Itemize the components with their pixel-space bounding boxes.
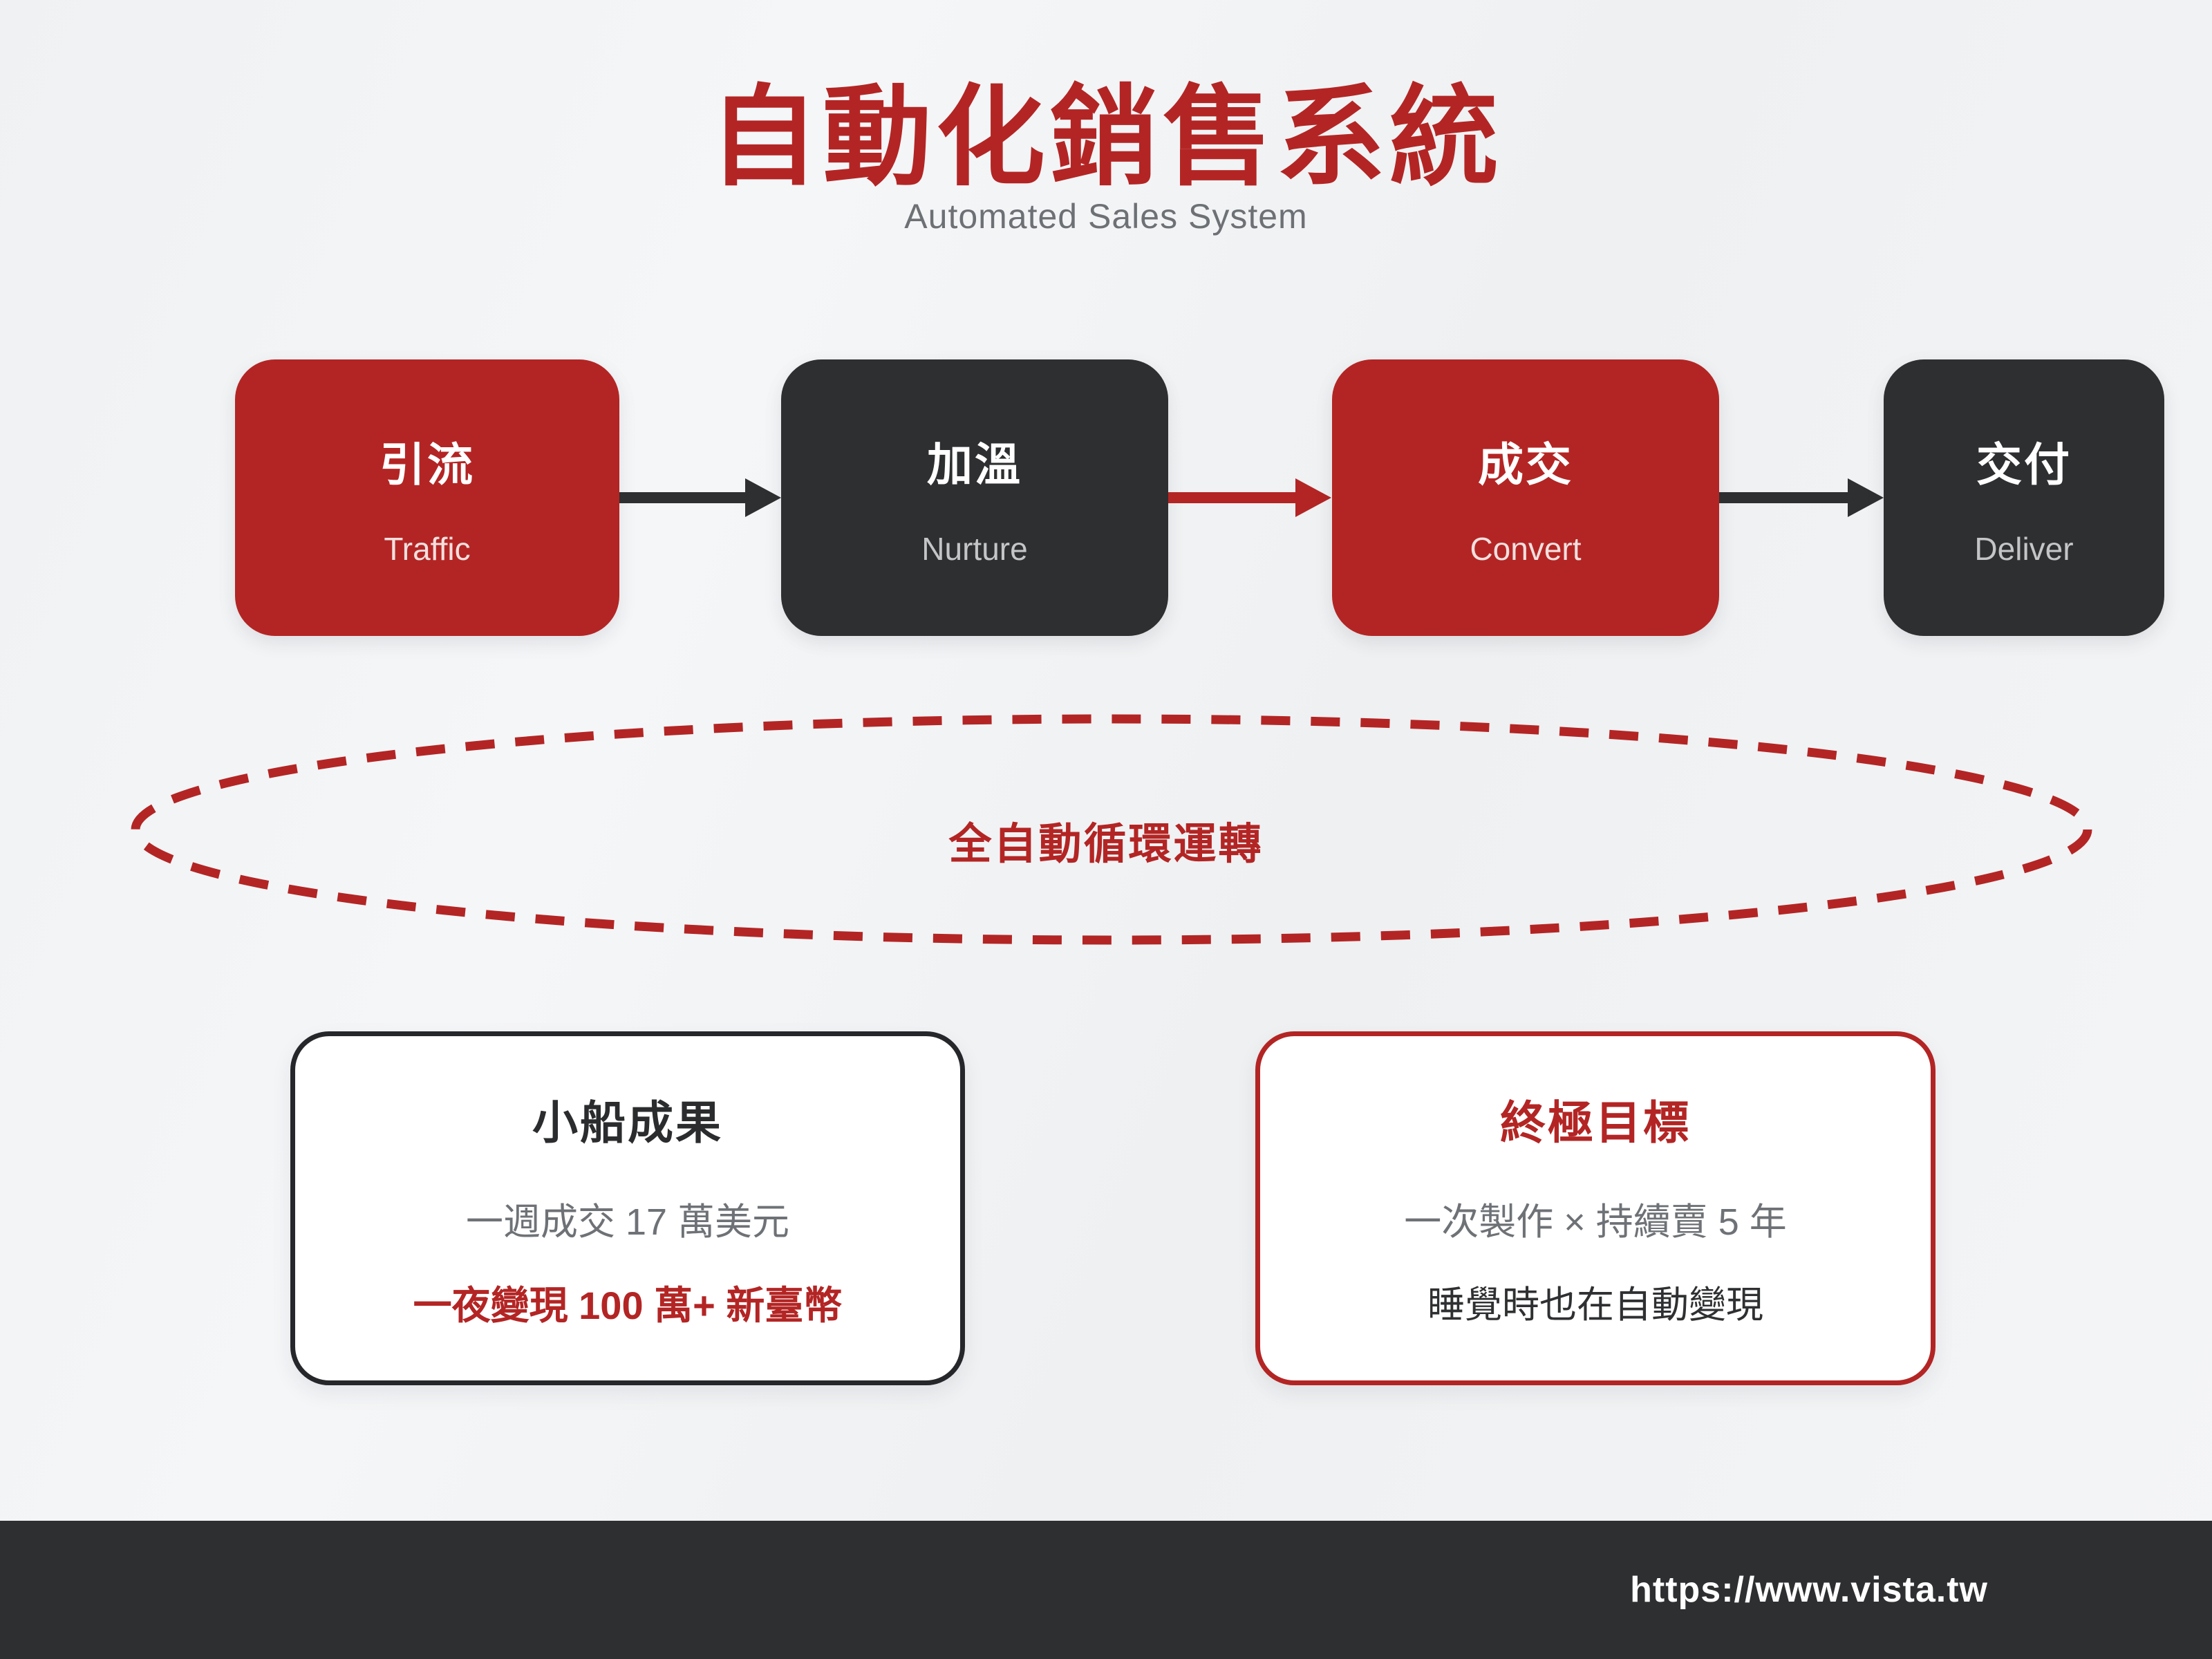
card-goal-line-2: 睡覺時也在自動變現	[1427, 1284, 1763, 1326]
footer-url: https://www.vista.tw	[1630, 1570, 1988, 1610]
flow-arrow-icon-2	[1168, 492, 1297, 503]
card-results-line-2: 一夜變現 100 萬+ 新臺幣	[413, 1283, 843, 1327]
step-label-zh: 引流	[379, 439, 475, 490]
flow-arrow-icon-3	[1719, 492, 1849, 503]
step-label-en: Traffic	[384, 531, 471, 567]
step-label-zh: 成交	[1478, 439, 1573, 490]
page-subtitle: Automated Sales System	[904, 197, 1308, 236]
step-label-zh: 交付	[1976, 439, 2072, 490]
step-label-en: Nurture	[921, 531, 1028, 567]
step-label-en: Deliver	[1974, 531, 2074, 567]
card-goal-title: 終極目標	[1500, 1097, 1691, 1148]
step-label-zh: 加溫	[927, 439, 1022, 490]
footer-bar: https://www.vista.tw	[0, 1521, 2212, 1659]
loop-ellipse	[131, 714, 2092, 945]
page-title: 自動化銷售系統	[709, 77, 1503, 198]
step-label-en: Convert	[1470, 531, 1582, 567]
flow-step-deliver: 交付 Deliver	[1884, 359, 2164, 636]
loop-label: 全自動循環運轉	[948, 821, 1264, 868]
flow-step-traffic: 引流 Traffic	[235, 359, 619, 636]
card-goal-line-1: 一次製作 × 持續賣 5 年	[1404, 1201, 1787, 1243]
card-results-title: 小船成果	[532, 1097, 723, 1148]
flow-step-nurture: 加溫 Nurture	[781, 359, 1168, 636]
flow-step-convert: 成交 Convert	[1332, 359, 1719, 636]
flow-arrow-icon-1	[619, 492, 747, 503]
card-goal: 終極目標 一次製作 × 持續賣 5 年 睡覺時也在自動變現	[1255, 1031, 1936, 1385]
card-results-line-1: 一週成交 17 萬美元	[465, 1201, 790, 1243]
card-results: 小船成果 一週成交 17 萬美元 一夜變現 100 萬+ 新臺幣	[290, 1031, 965, 1385]
